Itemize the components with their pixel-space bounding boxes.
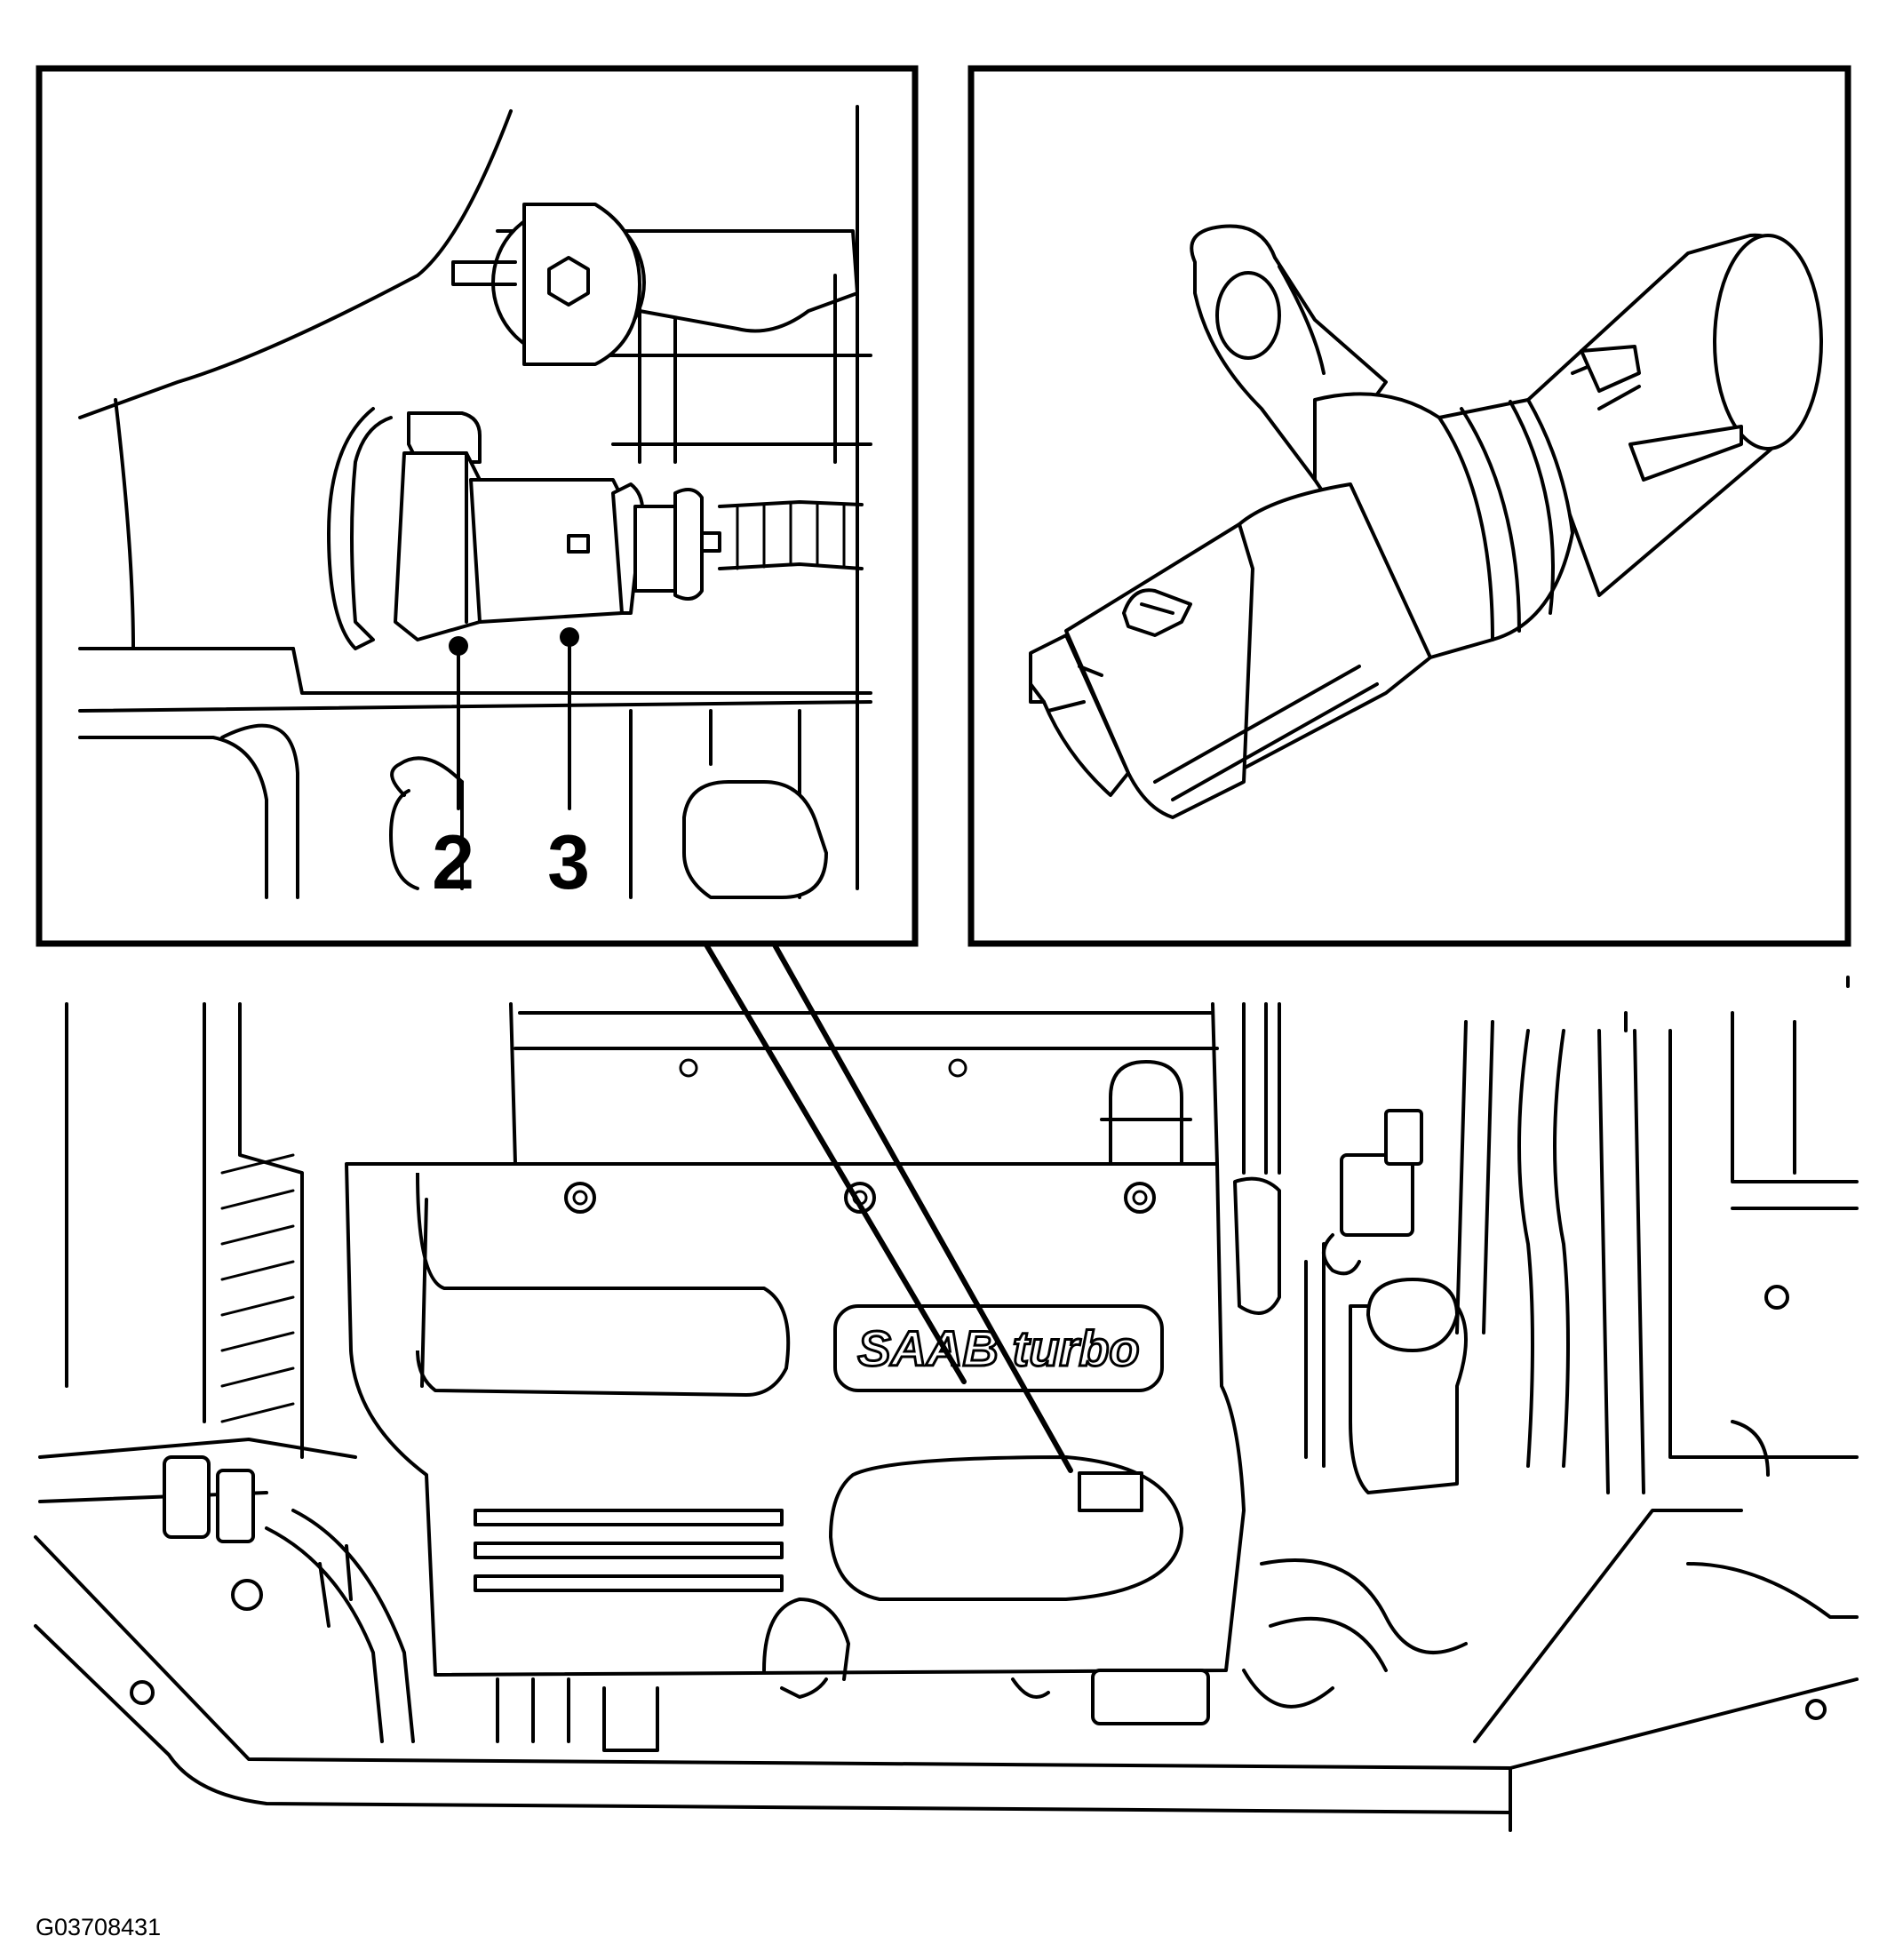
callout-2: 2 <box>432 820 474 905</box>
callout-3: 3 <box>547 820 590 905</box>
figure-id: G03708431 <box>36 1914 161 1940</box>
cover-vents <box>474 1509 784 1592</box>
inset-sensor-closeup <box>967 65 1851 947</box>
radiator-fins <box>220 1153 295 1423</box>
sensor-location-marker <box>1078 1471 1143 1512</box>
brand-badge <box>833 1304 1164 1392</box>
sensor-closeup-drawing <box>1029 224 1823 819</box>
callout-2-leader <box>449 636 468 810</box>
brand-badge-text: SAAB turbo <box>857 1320 1139 1376</box>
engine-bay-view: SAAB turbo <box>34 976 1859 1832</box>
callout-3-leader <box>560 627 579 810</box>
leader-lines <box>702 939 1073 1473</box>
engine-cover: SAAB turbo <box>345 1162 1246 1677</box>
inset-installed-sensor: 2 3 <box>36 65 919 947</box>
sensor-connector <box>394 411 721 641</box>
